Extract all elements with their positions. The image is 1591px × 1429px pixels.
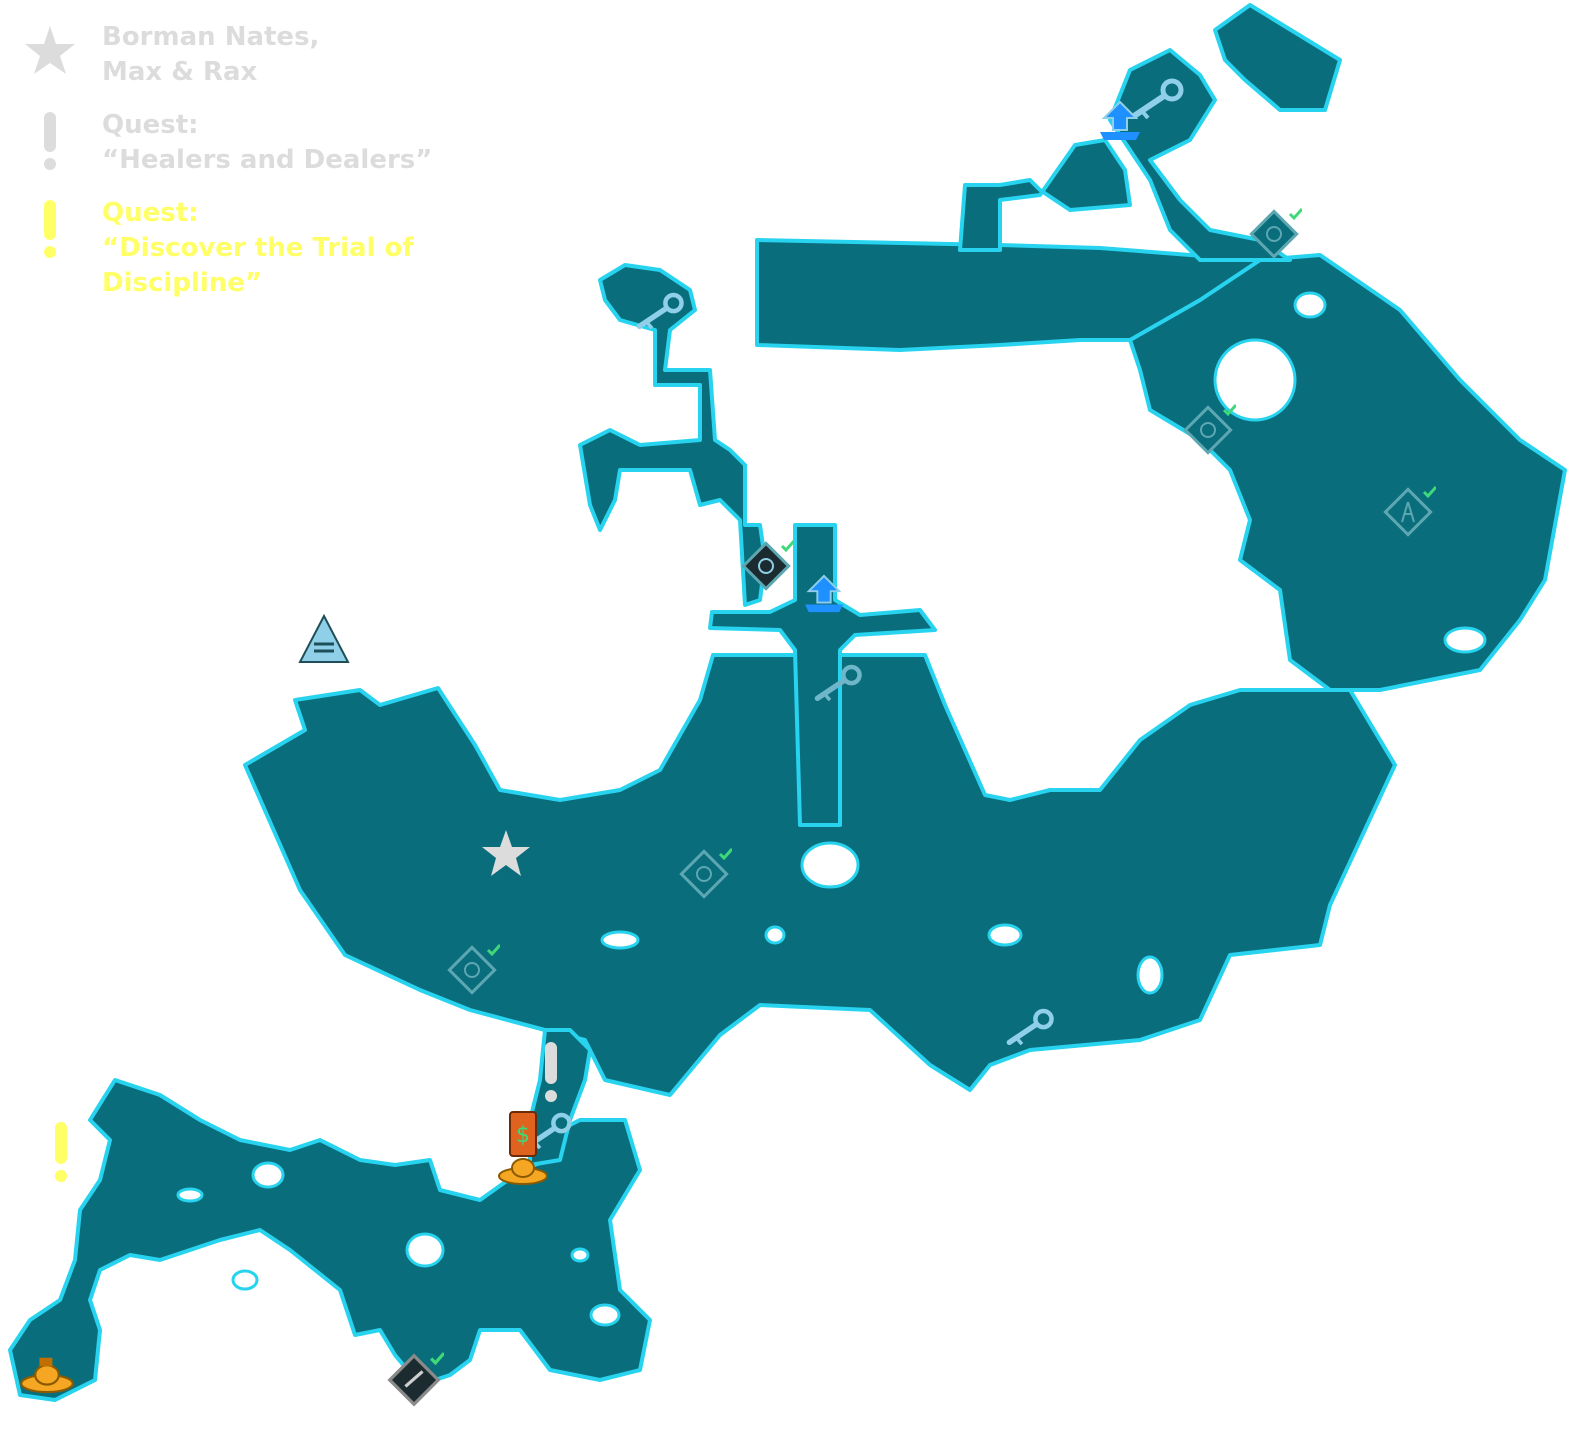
legend-item-healers: Quest: “Healers and Dealers” [22, 106, 582, 194]
legend-label-line1: Borman Nates, [102, 22, 320, 52]
legend-label-line1: Quest: [102, 198, 199, 228]
legend: Borman Nates, Max & Rax Quest: “Healers … [22, 18, 582, 298]
svg-text:$: $ [516, 1123, 530, 1148]
legend-label-line2: “Discover the Trial of Discipline” [102, 233, 414, 298]
exclamation-icon [44, 200, 56, 258]
exclamation-icon[interactable] [540, 1040, 562, 1105]
spaceship-icon[interactable] [18, 1352, 76, 1400]
key-icon[interactable] [1128, 78, 1186, 122]
star-icon[interactable] [480, 828, 532, 880]
region-northeast-link [958, 138, 1132, 252]
exclamation-icon[interactable] [50, 1120, 72, 1185]
exclamation-icon [44, 112, 56, 170]
legend-label-line2: Max & Rax [102, 57, 258, 87]
star-icon [25, 26, 75, 74]
collectible-diamond-icon[interactable] [444, 942, 500, 998]
legend-item-trial: Quest: “Discover the Trial of Discipline… [22, 194, 582, 298]
elevator-up-icon[interactable] [1096, 100, 1144, 142]
region-central-spine [708, 523, 937, 827]
key-icon[interactable] [812, 664, 864, 704]
collectible-diamond-icon[interactable] [1380, 484, 1436, 540]
collectible-diamond-icon[interactable] [1180, 402, 1236, 458]
key-icon[interactable] [634, 292, 686, 332]
region-north-corridor [755, 238, 1262, 352]
save-point-icon[interactable] [298, 614, 350, 666]
key-icon[interactable] [1004, 1008, 1056, 1048]
collectible-diamond-icon[interactable] [676, 846, 732, 902]
region-northeast-room [1213, 3, 1342, 112]
elevator-up-icon[interactable] [800, 574, 848, 614]
collectible-diamond-icon[interactable] [384, 1350, 444, 1410]
collectible-diamond-icon[interactable] [1246, 206, 1302, 262]
spaceship-icon[interactable] [496, 1150, 550, 1192]
legend-label-line1: Quest: [102, 110, 199, 140]
legend-item-borman: Borman Nates, Max & Rax [22, 18, 582, 106]
region-east-arc [1128, 253, 1567, 692]
legend-label-line2: “Healers and Dealers” [102, 145, 433, 175]
collectible-diamond-icon[interactable] [738, 538, 794, 594]
vendor-icon[interactable]: $ [508, 1110, 538, 1162]
